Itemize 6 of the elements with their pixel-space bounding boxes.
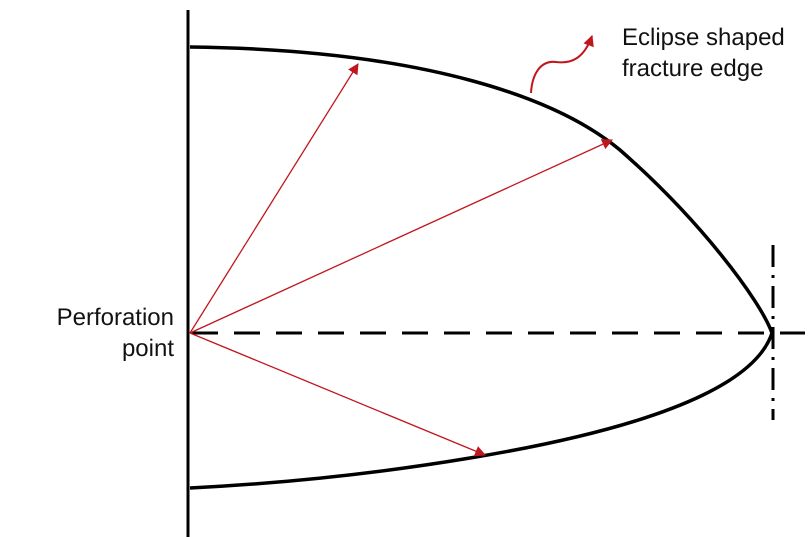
arrow xyxy=(189,63,359,334)
arrow xyxy=(190,139,613,334)
text-label: Eclipse shaped fracture edge xyxy=(596,22,810,84)
arrow xyxy=(190,332,486,456)
wavy-leader-arrow xyxy=(530,34,594,94)
text-label: Perforation point xyxy=(6,302,188,364)
